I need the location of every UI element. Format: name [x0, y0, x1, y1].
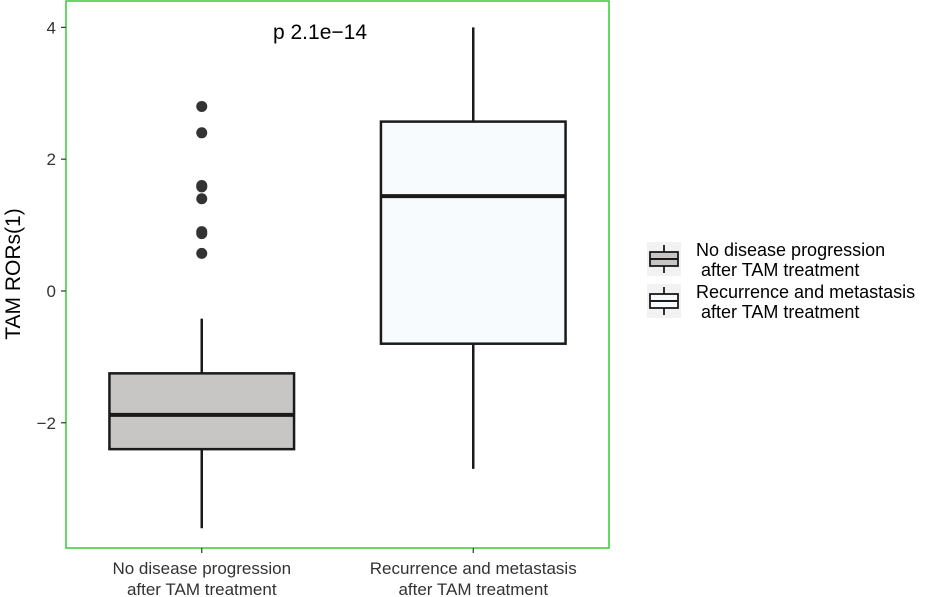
box-iqr — [108, 372, 296, 451]
x-tick-label: No disease progression after TAM treatmen… — [112, 559, 291, 597]
outlier-point — [196, 193, 208, 205]
outlier-point — [196, 127, 208, 139]
y-axis-title: TAM RORs(1) — [2, 208, 25, 339]
p-value-annotation: p 2.1e−14 — [273, 21, 367, 44]
x-tick-label-line: No disease progression — [112, 559, 291, 578]
legend: No disease progression after TAM treatme… — [647, 240, 915, 322]
legend-item: Recurrence and metastasis after TAM trea… — [647, 282, 915, 322]
y-tick-label: 2 — [47, 150, 56, 169]
y-tick-label: 4 — [47, 18, 56, 37]
boxes — [108, 27, 567, 529]
legend-label-line: Recurrence and metastasis — [696, 282, 915, 302]
outlier-point — [196, 100, 208, 112]
x-tick-label: Recurrence and metastasis after TAM treat… — [370, 559, 577, 597]
outlier-point — [196, 228, 208, 240]
legend-label-line: after TAM treatment — [696, 260, 859, 280]
y-tick-label: 0 — [47, 282, 56, 301]
x-tick-label-line: Recurrence and metastasis — [370, 559, 577, 578]
y-axis: −2 0 2 4 — [37, 18, 66, 433]
legend-label-line: No disease progression — [696, 240, 885, 260]
box-group — [379, 27, 567, 469]
legend-label: Recurrence and metastasis after TAM trea… — [696, 282, 915, 322]
y-tick-label: −2 — [37, 414, 56, 433]
legend-item: No disease progression after TAM treatme… — [647, 240, 885, 280]
outlier-point — [196, 247, 208, 259]
panel-border — [65, 0, 610, 549]
x-tick-label-line: after TAM treatment — [127, 580, 277, 597]
outlier-point — [196, 181, 208, 193]
x-tick-label-line: after TAM treatment — [398, 580, 548, 597]
legend-label-line: after TAM treatment — [696, 302, 859, 322]
box-iqr — [379, 120, 567, 345]
box-group — [108, 100, 296, 529]
x-axis: No disease progression after TAM treatmen… — [112, 548, 577, 597]
legend-label: No disease progression after TAM treatme… — [696, 240, 885, 280]
